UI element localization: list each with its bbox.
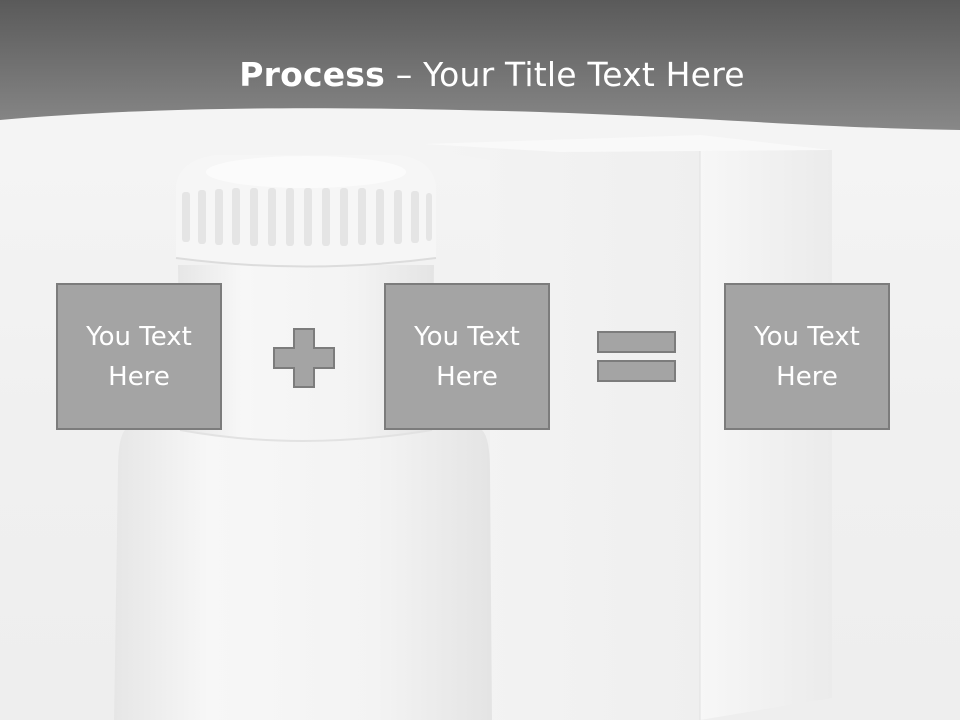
slide-title: Process – Your Title Text Here bbox=[0, 52, 960, 98]
plus-icon bbox=[273, 328, 335, 388]
text-box-1-label: You Text Here bbox=[86, 321, 192, 392]
equals-icon bbox=[597, 331, 676, 382]
text-box-3-label: You Text Here bbox=[754, 321, 860, 392]
text-box-1[interactable]: You Text Here bbox=[56, 283, 222, 430]
header-band bbox=[0, 0, 960, 130]
text-box-2[interactable]: You Text Here bbox=[384, 283, 550, 430]
text-box-3[interactable]: You Text Here bbox=[724, 283, 890, 430]
title-bold: Process bbox=[239, 55, 385, 94]
text-box-2-label: You Text Here bbox=[414, 321, 520, 392]
bottle-shape bbox=[114, 155, 492, 720]
title-text: Your Title Text Here bbox=[423, 55, 745, 94]
title-separator: – bbox=[385, 55, 424, 94]
